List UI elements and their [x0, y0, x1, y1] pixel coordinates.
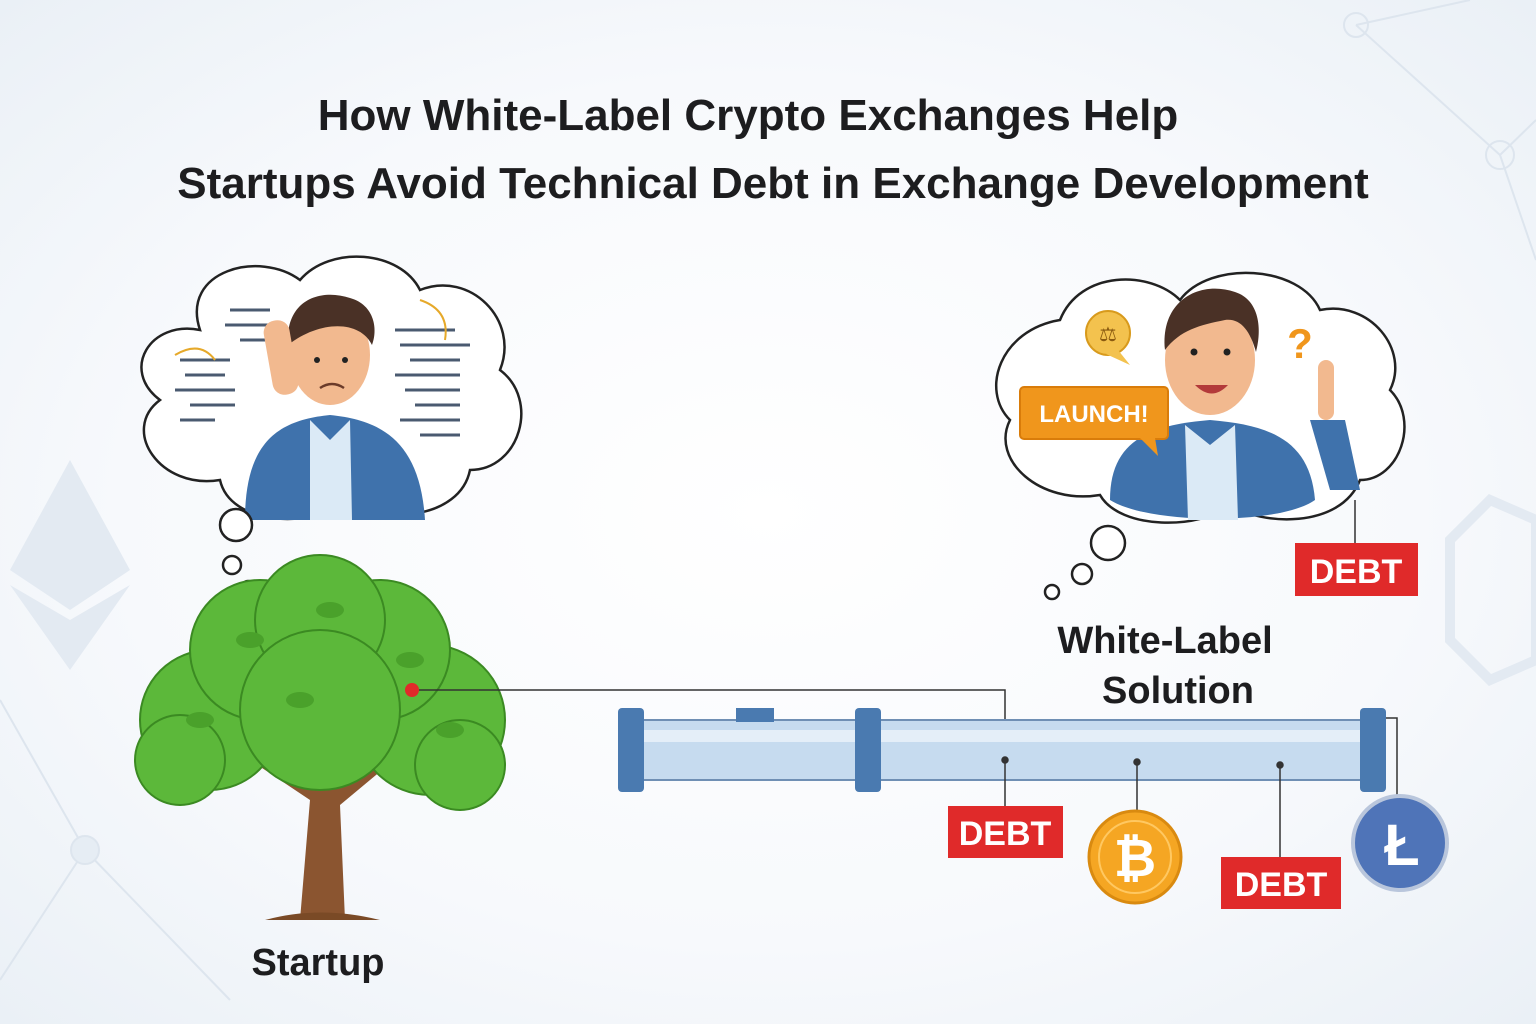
title-line-1: How White-Label Crypto Exchanges Help [318, 91, 1179, 140]
debt-connectors [1001, 756, 1284, 857]
launch-speech-bubble: LAUNCH! [1019, 386, 1169, 456]
raised-finger [1318, 360, 1334, 420]
debt-tag: DEBT [1295, 543, 1418, 596]
debt-tag: DEBT [1221, 857, 1341, 909]
connection-dot [405, 683, 419, 697]
connector-line [419, 689, 1006, 725]
network-decoration [0, 0, 1536, 1001]
speech-bubble-icon: ⚖ [1085, 310, 1131, 365]
svg-text:DEBT: DEBT [1310, 553, 1403, 591]
title-line-2: Startups Avoid Technical Debt in Exchang… [177, 159, 1369, 208]
litecoin-icon: Ł [1351, 794, 1449, 892]
svg-text:₿: ₿ [1114, 830, 1156, 888]
thought-bubbles-right [1043, 524, 1127, 601]
ethereum-logo [10, 460, 130, 670]
connector-line-litecoin [1385, 717, 1398, 800]
debt-tag: DEBT [948, 806, 1063, 858]
bitcoin-icon: ₿ [1087, 809, 1183, 905]
solution-label-line-2: Solution [1102, 670, 1254, 712]
svg-text:DEBT: DEBT [959, 815, 1052, 853]
svg-text:Ł: Ł [1384, 813, 1419, 878]
happy-developer [1110, 288, 1360, 520]
pipeline [618, 708, 1386, 792]
pipe-valve [736, 708, 774, 722]
svg-text:DEBT: DEBT [1235, 866, 1328, 904]
worried-thought-cloud [140, 255, 523, 521]
startup-tree [134, 554, 506, 920]
worried-developer [245, 294, 425, 520]
question-mark-icon: ? [1287, 320, 1313, 367]
svg-text:⚖: ⚖ [1099, 324, 1117, 346]
launch-label: LAUNCH! [1039, 401, 1148, 428]
solution-label-line-1: White-Label [1057, 620, 1272, 662]
startup-label: Startup [252, 942, 385, 984]
happy-thought-cloud: ⚖ ? LAUNCH! [994, 271, 1406, 524]
code-lines-icon [175, 308, 470, 437]
hexagon-decoration [1445, 494, 1536, 686]
